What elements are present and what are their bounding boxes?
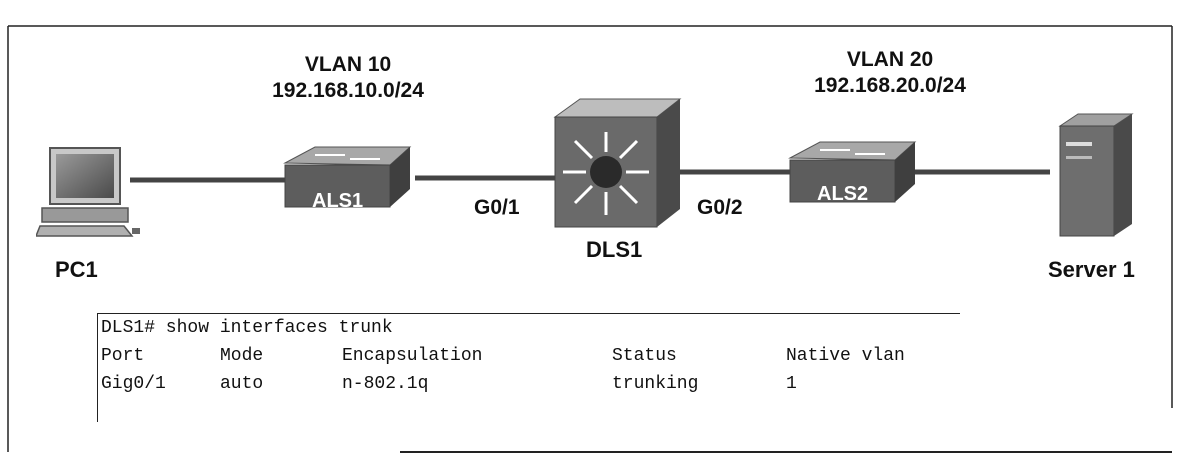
port-g0-1-label: G0/1: [474, 196, 520, 219]
dls1-label: DLS1: [586, 237, 643, 262]
switch-icon-als1: [283, 146, 412, 208]
cli-header-status: Status: [612, 346, 677, 366]
cli-header-mode: Mode: [220, 346, 264, 366]
als2-label: ALS2: [817, 183, 869, 205]
cli-output-box: DLS1# show interfaces trunk Port Mode En…: [97, 313, 960, 422]
vlan-20-subnet: 192.168.20.0/24: [814, 74, 966, 97]
vlan-10-name: VLAN 10: [304, 53, 392, 76]
cli-command: DLS1# show interfaces trunk: [101, 318, 393, 338]
vlan-10-subnet: 192.168.10.0/24: [272, 79, 424, 102]
cli-header-port: Port: [101, 346, 145, 366]
pc1-label: PC1: [55, 257, 98, 282]
cli-header-encapsulation: Encapsulation: [342, 346, 483, 366]
cli-row-status: trunking: [612, 374, 699, 394]
als1-label: ALS1: [312, 190, 364, 212]
multilayer-switch-icon-dls1: [553, 98, 682, 228]
switch-icon-als2: [788, 141, 917, 203]
vlan-10-label: VLAN 10 192.168.10.0/24: [248, 52, 448, 104]
cli-row-native-vlan: 1: [786, 374, 797, 394]
cli-row-encapsulation: n-802.1q: [342, 374, 429, 394]
server-icon: [1058, 113, 1134, 237]
cli-row-mode: auto: [220, 374, 264, 394]
vlan-20-label: VLAN 20 192.168.20.0/24: [785, 47, 995, 99]
vlan-20-name: VLAN 20: [846, 48, 934, 71]
cli-row-port: Gig0/1: [101, 374, 166, 394]
port-g0-2-label: G0/2: [697, 196, 743, 219]
cli-header-native-vlan: Native vlan: [786, 346, 905, 366]
pc-icon: [36, 147, 140, 237]
server1-label: Server 1: [1048, 257, 1135, 282]
